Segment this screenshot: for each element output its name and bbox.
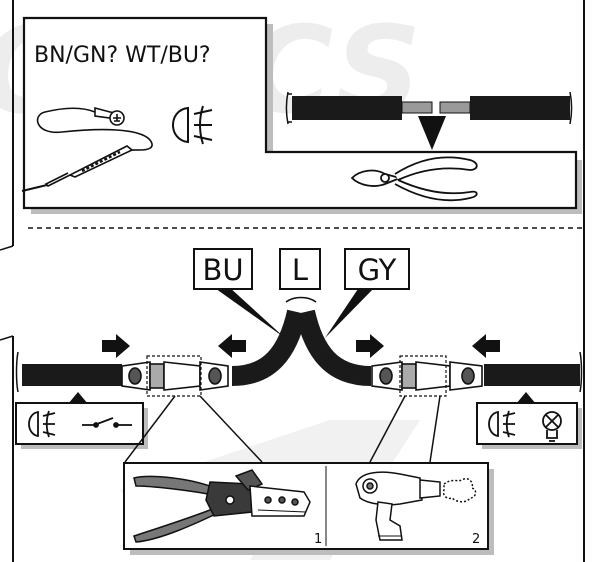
push-arrow [102, 334, 130, 358]
push-arrow [472, 334, 500, 358]
side-cutter-icon [350, 156, 478, 202]
right-function-box [476, 402, 582, 449]
pointer [418, 116, 446, 150]
crimp-area-right [399, 355, 447, 397]
svg-text:L: L [292, 253, 308, 287]
svg-text:GY: GY [358, 253, 397, 287]
voltage-tester-icon [21, 106, 153, 192]
step-number-1: 1 [314, 532, 322, 547]
butt-connector-left [121, 361, 229, 391]
left-function-box [15, 402, 148, 449]
push-arrow [218, 334, 246, 358]
lamp-icon [542, 411, 562, 442]
fog-light-icon [488, 410, 516, 438]
push-arrow [356, 334, 384, 358]
top-panel: BN/GN? WT/BU? [21, 16, 582, 214]
crimping-pliers-icon [133, 469, 311, 543]
butt-connector-right [371, 361, 483, 391]
tool-panel: 1 2 [123, 395, 494, 555]
wire-label-l: L [279, 248, 321, 290]
cable-stripped [285, 91, 573, 125]
wire-label-bu: BU [193, 248, 285, 338]
crimp-area-left [146, 355, 202, 397]
wire-label-gy: GY [325, 248, 410, 338]
svg-text:BU: BU [202, 253, 243, 287]
switch-icon [82, 417, 132, 428]
color-question: BN/GN? WT/BU? [34, 43, 211, 68]
step-number-2: 2 [472, 532, 480, 547]
cable-assembly [15, 296, 583, 404]
heat-gun-icon [355, 471, 477, 541]
fog-light-icon [28, 410, 56, 438]
fog-light-icon [172, 105, 213, 145]
